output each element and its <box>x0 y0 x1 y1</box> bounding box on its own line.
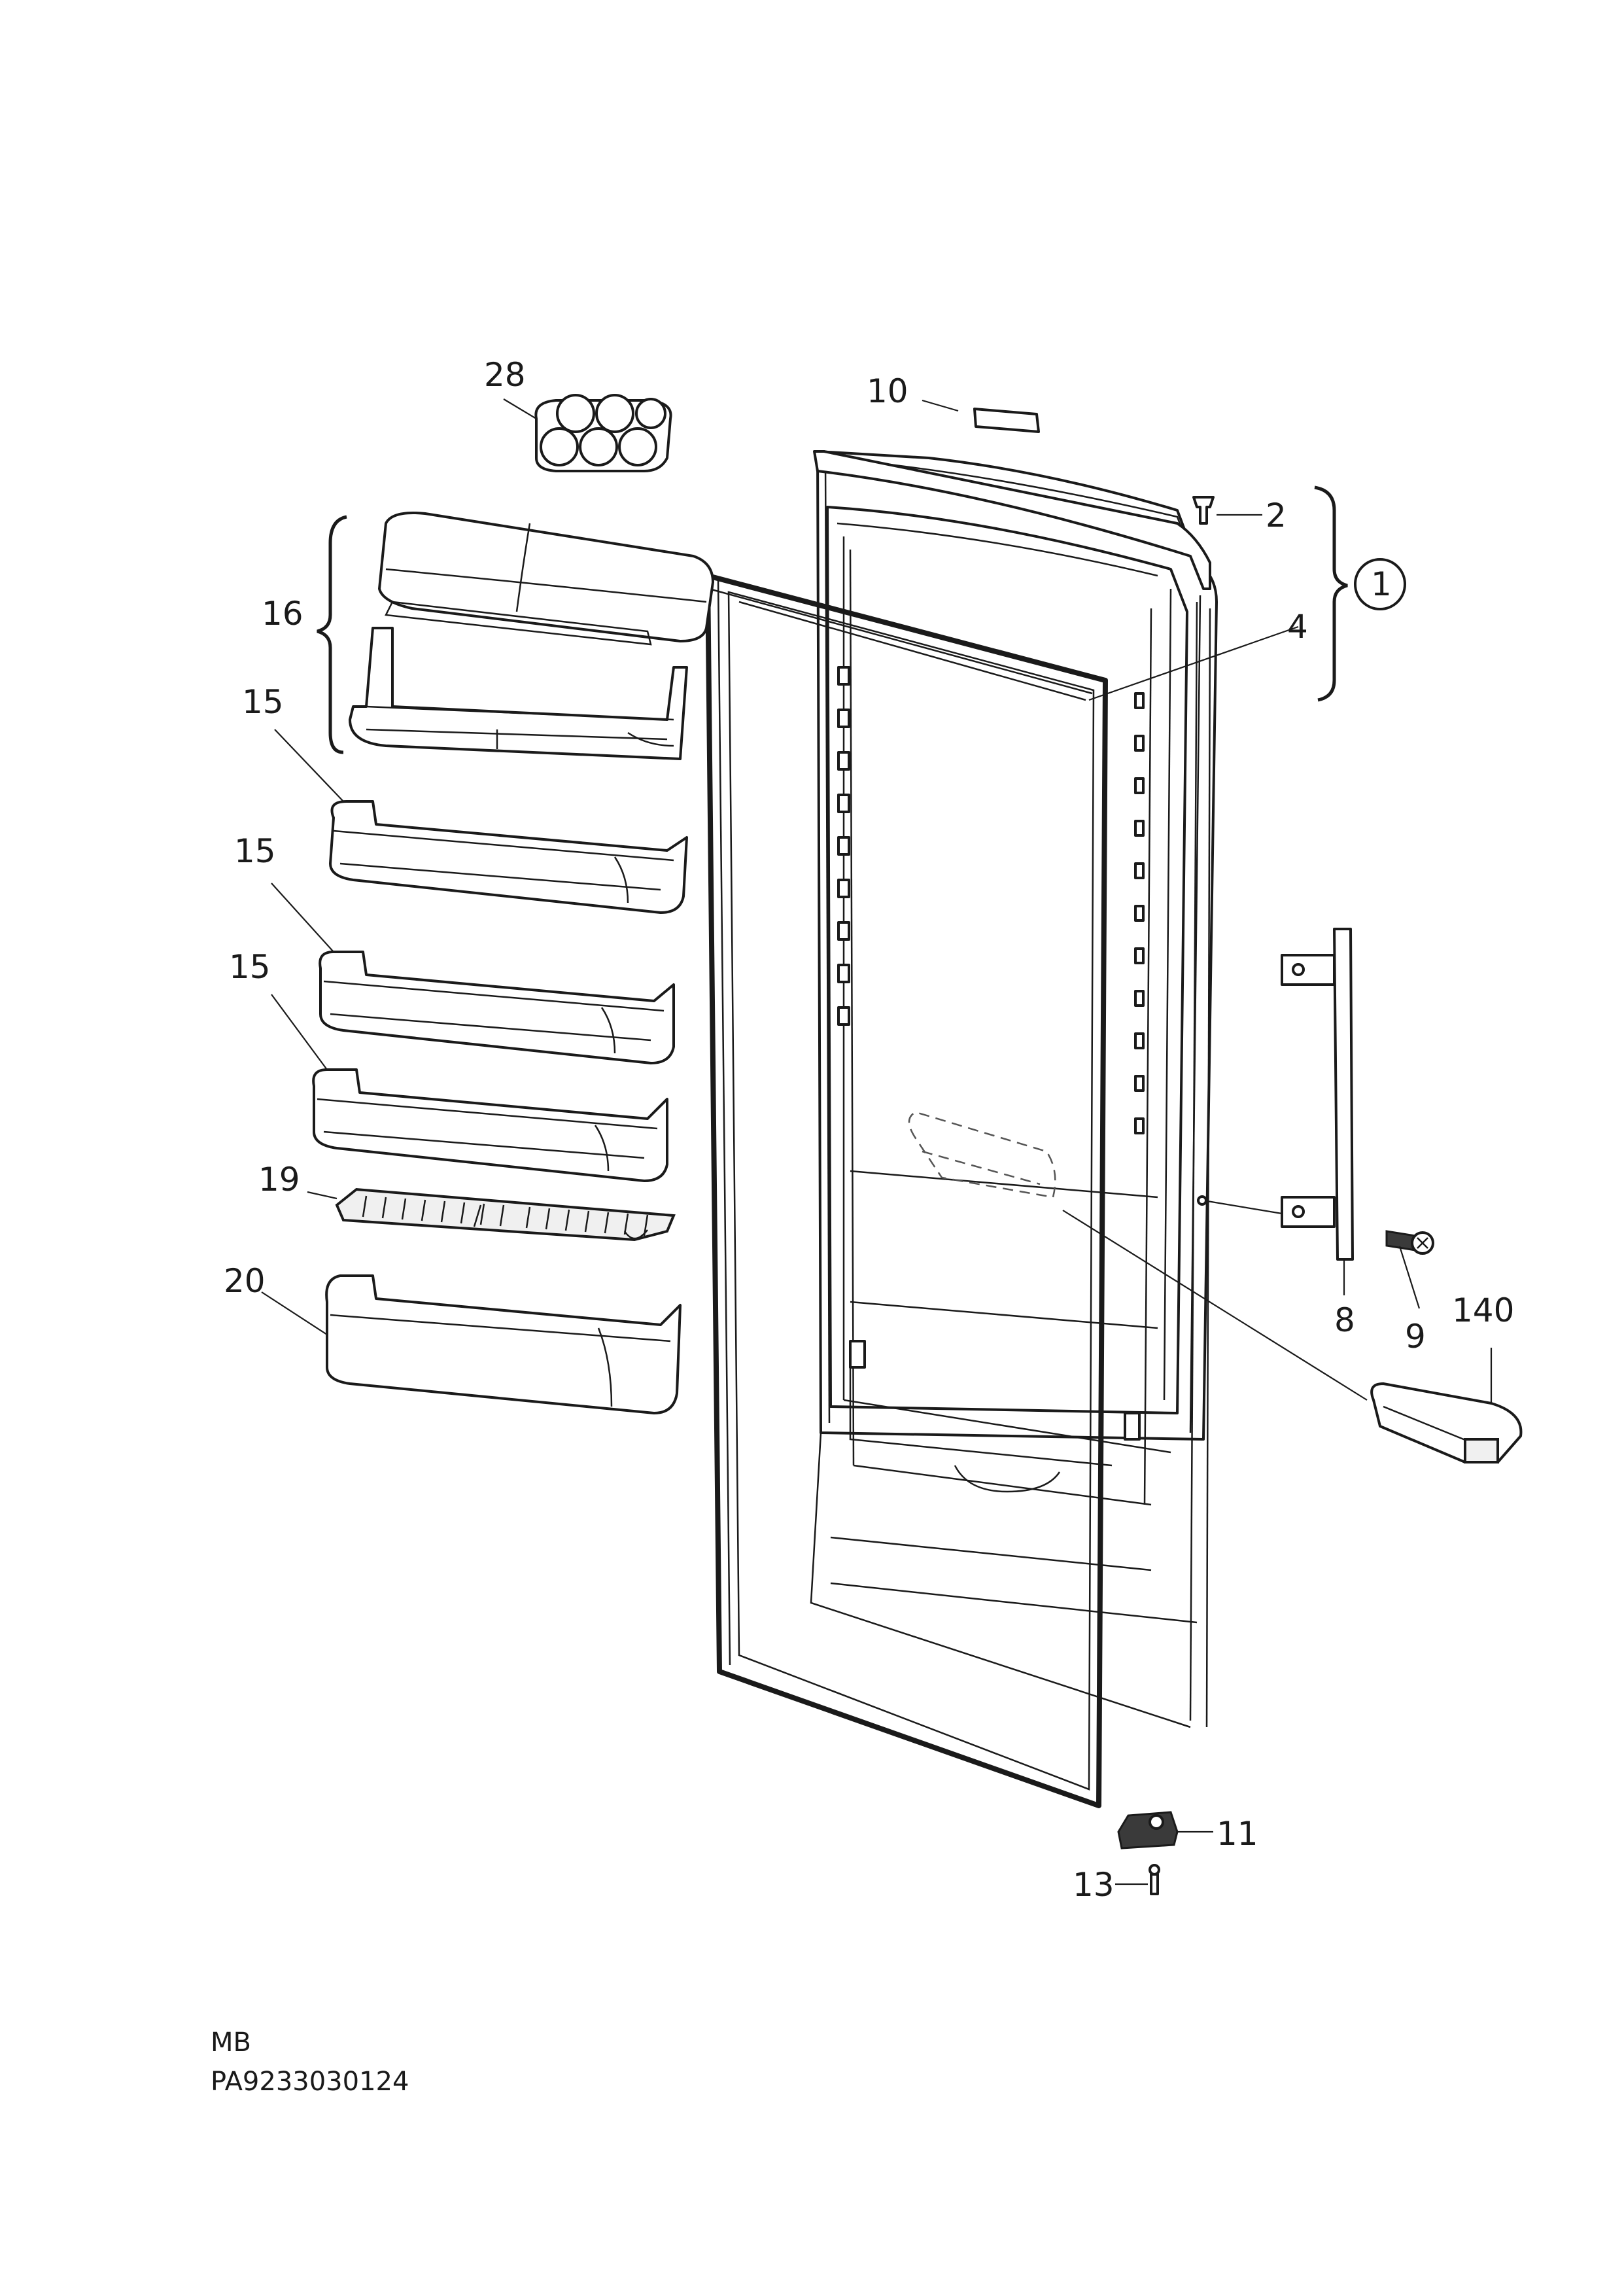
label-13: 13 <box>1073 1866 1114 1904</box>
part-9-screw <box>1385 1230 1434 1309</box>
part-16-covered-bin <box>317 512 714 760</box>
label-11: 11 <box>1217 1815 1258 1853</box>
label-16: 16 <box>262 595 303 633</box>
label-19: 19 <box>258 1161 300 1199</box>
part-140-ghost <box>908 1111 1368 1401</box>
label-15-c: 15 <box>229 948 271 986</box>
label-20: 20 <box>224 1262 266 1300</box>
door-gasket <box>705 573 1108 1808</box>
door-panel <box>810 450 1218 1728</box>
label-15-a: 15 <box>242 683 284 721</box>
footer-code: PA9233030124 <box>211 2067 409 2097</box>
label-8: 8 <box>1334 1301 1355 1339</box>
door-slots-left <box>837 666 850 1026</box>
part-15-balcony-a <box>274 729 688 914</box>
label-4: 4 <box>1287 608 1308 646</box>
part-15-balcony-b <box>271 883 675 1064</box>
door-slots-right <box>1134 692 1145 1134</box>
footer-model: MB <box>211 2027 251 2058</box>
label-1: 1 <box>1371 565 1392 603</box>
part-2-pin <box>1192 496 1262 525</box>
label-140: 140 <box>1452 1291 1514 1329</box>
part-20-bottom-balcony <box>261 1274 682 1414</box>
label-2: 2 <box>1266 497 1287 534</box>
assembly-bracket <box>1314 485 1406 702</box>
part-11-hinge <box>1117 1811 1213 1849</box>
part-140-bracket <box>1370 1348 1523 1463</box>
part-8-handle <box>1197 928 1354 1295</box>
label-9: 9 <box>1405 1318 1426 1356</box>
label-10: 10 <box>867 372 908 410</box>
part-15-balcony-c <box>271 994 668 1182</box>
part-19-rack <box>307 1187 676 1242</box>
label-15-b: 15 <box>234 832 276 870</box>
part-13-screw <box>1115 1864 1160 1895</box>
part-10-trim <box>922 399 1040 433</box>
label-28: 28 <box>484 356 526 394</box>
part-28-egg-tray <box>503 394 672 472</box>
